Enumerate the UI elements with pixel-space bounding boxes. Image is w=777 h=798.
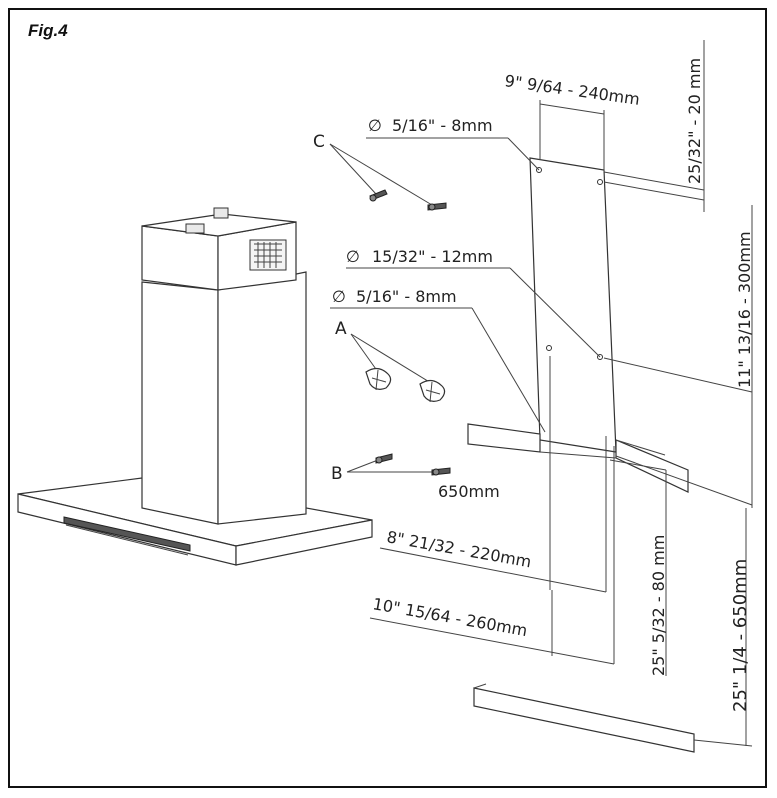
screw-b1-icon (375, 453, 393, 464)
diameter-symbol-icon: ∅ (332, 287, 346, 306)
diameter-symbol-icon: ∅ (346, 247, 360, 266)
dimension-bracket-width: 9" 9/64 - 240mm (503, 71, 641, 109)
dimension-height-650: 25" 1/4 - 650mm (730, 559, 751, 712)
hood-light-strip (63, 516, 191, 552)
chimney-lower-front (141, 281, 219, 525)
range-hood (17, 207, 373, 566)
top-fitting-icon (213, 207, 229, 219)
hood-mount-bracket (467, 423, 689, 493)
figure-label: Fig.4 (28, 21, 68, 40)
part-label-b: B (331, 464, 343, 484)
dimension-hole-large: 15/32" - 12mm (372, 247, 493, 266)
vent-grille-icon (249, 239, 287, 271)
figure-frame (8, 8, 767, 788)
dimension-offset-80: 25" 5/32 - 80 mm (649, 535, 668, 676)
screw-c1-icon (369, 189, 388, 202)
bottom-support-bar (473, 687, 695, 753)
dimension-height-300: 11" 13/16 - 300mm (735, 231, 754, 388)
wall-anchor-a1-icon (365, 367, 392, 391)
diameter-symbol-icon: ∅ (368, 116, 382, 135)
screw-b2-icon (431, 467, 451, 476)
chimney-upper-front (141, 225, 219, 291)
wall-bracket-plate (529, 157, 617, 453)
dimension-hole-small-mid: 5/16" - 8mm (356, 287, 457, 306)
wall-anchor-a2-icon (419, 379, 446, 403)
part-label-a: A (335, 319, 347, 339)
dimension-hole-small-top: 5/16" - 8mm (392, 116, 493, 135)
dimension-650mm-label: 650mm (438, 482, 500, 501)
screw-c2-icon (427, 202, 447, 211)
dimension-top-offset: 25/32" - 20 mm (685, 58, 704, 184)
chimney-lower-side (217, 271, 307, 525)
dimension-width-220: 8" 21/32 - 220mm (385, 527, 532, 571)
hood-canopy-side (235, 519, 373, 566)
part-label-c: C (313, 132, 325, 152)
